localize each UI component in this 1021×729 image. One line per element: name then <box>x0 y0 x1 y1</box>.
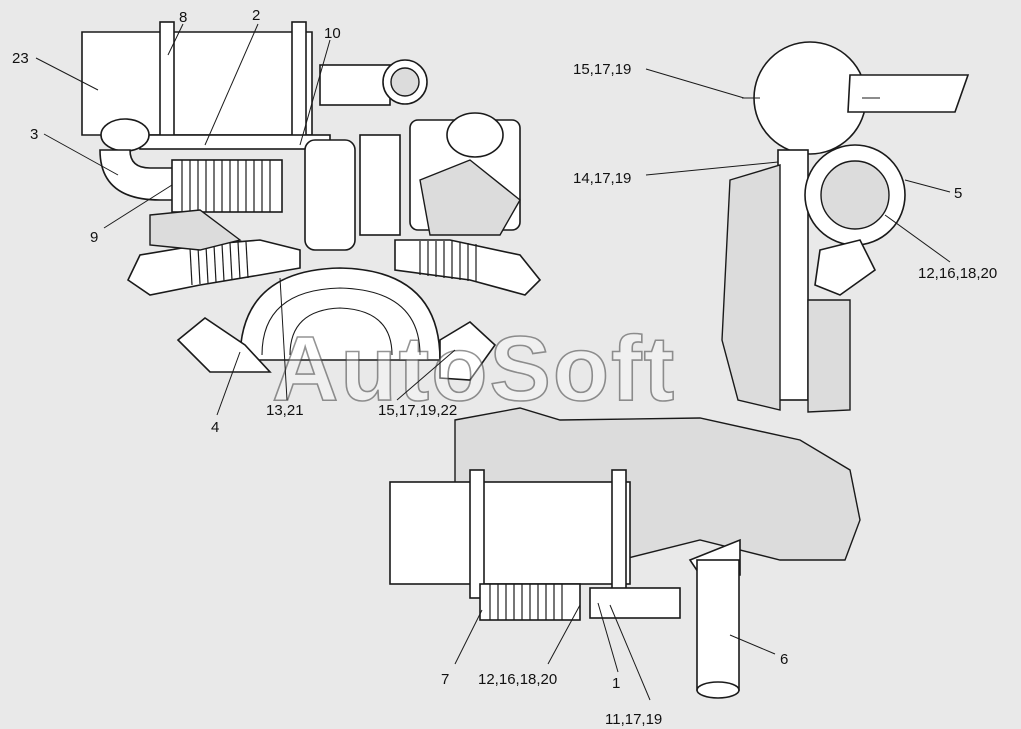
outlet-pipe-bore <box>390 67 420 97</box>
callout-labels: 8 2 10 23 3 9 4 13,21 15,17,19,22 15,17,… <box>12 7 997 728</box>
callout-5: 5 <box>954 185 962 202</box>
support-beam-2 <box>139 134 331 150</box>
flywheel-rim <box>261 287 421 356</box>
callout-1: 1 <box>612 675 620 692</box>
bellows-7-ribs <box>489 584 563 620</box>
callout-12-16-18-20-side: 12,16,18,20 <box>918 265 997 282</box>
callout-10: 10 <box>324 25 341 42</box>
side-pipe-clamp <box>814 239 877 296</box>
callout-2: 2 <box>252 7 260 24</box>
bracket-8 <box>159 21 175 148</box>
manifold-right-bellows <box>419 241 477 282</box>
muffler-top-strap-right <box>611 469 627 599</box>
manifold-left-bellows <box>189 241 249 286</box>
manifold-left <box>126 239 301 296</box>
tailpipe-6-end <box>696 681 740 699</box>
bracket-10 <box>291 21 307 148</box>
muffler-side-bracket <box>847 74 970 113</box>
side-engine-block <box>721 164 781 411</box>
side-view <box>721 41 970 413</box>
callout-11-17-19: 11,17,19 <box>605 711 662 728</box>
side-support-post <box>777 149 809 401</box>
pipe-1 <box>589 587 681 619</box>
callout-13-21: 13,21 <box>266 402 304 419</box>
top-view <box>389 407 861 699</box>
turbo-compressor-inner <box>820 160 890 230</box>
flywheel-housing-4 <box>239 267 441 361</box>
side-lower-block <box>807 299 851 413</box>
callout-14-17-19: 14,17,19 <box>573 170 631 187</box>
filter-cap <box>446 112 504 158</box>
muffler-top-view <box>389 481 631 585</box>
cylinder-bank-left <box>149 209 242 251</box>
callout-3: 3 <box>30 126 38 143</box>
callout-15-17-19-22: 15,17,19,22 <box>378 402 457 419</box>
mount-bracket-left <box>176 317 272 373</box>
leader-lines <box>35 23 951 701</box>
elbow-pipe-3 <box>99 149 176 201</box>
callout-7: 7 <box>441 671 449 688</box>
turbo-housing <box>359 134 401 236</box>
mount-bracket-right <box>439 321 497 381</box>
callout-12-16-18-20-top: 12,16,18,20 <box>478 671 557 688</box>
outlet-pipe <box>319 64 391 106</box>
flywheel-inner <box>289 307 393 356</box>
callout-6: 6 <box>780 651 788 668</box>
tailpipe-6 <box>696 559 740 691</box>
callout-23: 23 <box>12 50 29 67</box>
front-view <box>81 21 542 381</box>
turbocharger <box>304 139 356 251</box>
muffler-top-strap-left <box>469 469 485 599</box>
watermark: AutoSoft <box>272 318 676 420</box>
callout-15-17-19-side: 15,17,19 <box>573 61 631 78</box>
bellows-9-ribs <box>181 160 271 212</box>
callout-4: 4 <box>211 419 219 436</box>
callout-8: 8 <box>179 9 187 26</box>
bellows-9 <box>171 159 283 213</box>
cylinder-bank-right <box>419 159 521 236</box>
elbow-pipe-3-end <box>100 118 150 152</box>
callout-9: 9 <box>90 229 98 246</box>
